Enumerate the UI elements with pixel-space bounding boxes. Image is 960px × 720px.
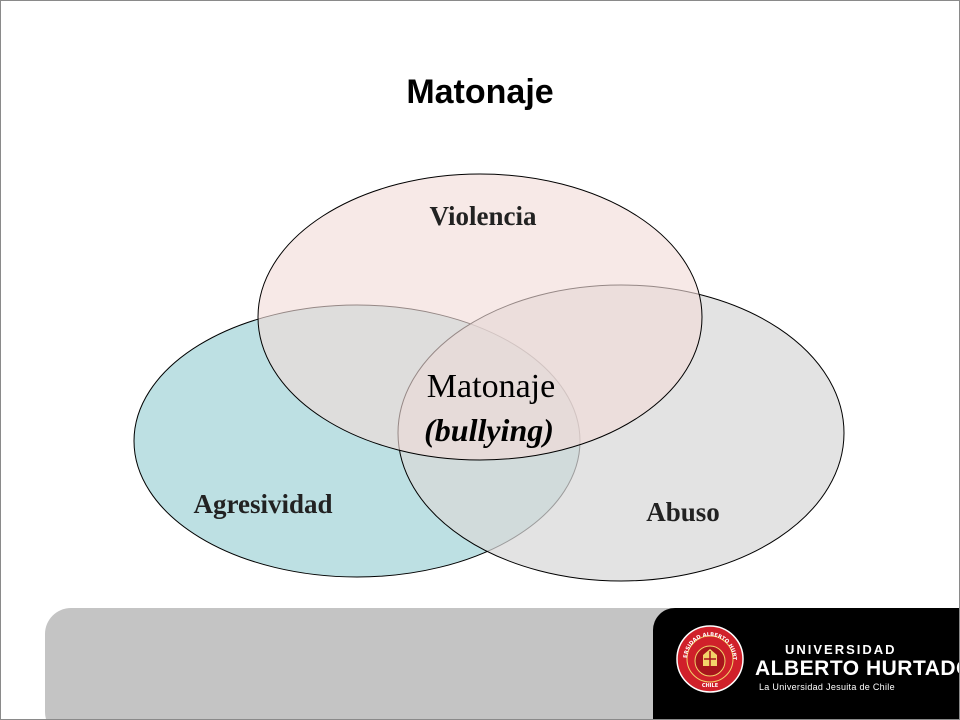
venn-label-agresividad: Agresividad	[193, 489, 332, 519]
venn-label-violencia: Violencia	[430, 201, 537, 231]
logo-line-2: ALBERTO HURTADO	[755, 657, 960, 680]
logo-line-1: UNIVERSIDAD	[785, 642, 897, 657]
venn-center-label: Matonaje	[427, 368, 555, 405]
venn-label-abuso: Abuso	[646, 497, 720, 527]
venn-diagram: Violencia Agresividad Abuso Matonaje (bu…	[133, 173, 845, 582]
university-logo: UNIVERSIDAD ALBERTO HURTADO CHILE UNIVER…	[653, 608, 960, 719]
seal-bottom-text: CHILE	[702, 683, 719, 689]
logo-line-3: La Universidad Jesuita de Chile	[759, 682, 895, 692]
university-seal-icon: UNIVERSIDAD ALBERTO HURTADO CHILE	[675, 624, 744, 693]
venn-center-sublabel: (bullying)	[424, 412, 554, 448]
slide-title: Matonaje	[406, 73, 554, 111]
venn-circle-violencia	[257, 173, 703, 461]
